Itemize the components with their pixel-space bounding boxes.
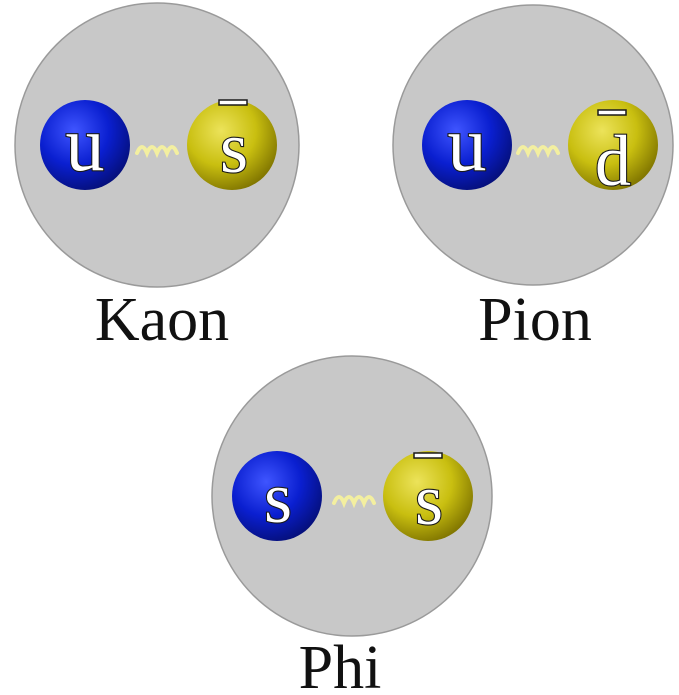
antiquark-sphere xyxy=(187,100,277,190)
gluon-wave xyxy=(516,145,560,159)
meson-body xyxy=(14,2,300,288)
quark-letter: s xyxy=(264,458,292,538)
quark-letter: u xyxy=(66,100,105,187)
quark-letter: u xyxy=(448,100,487,187)
gluon-wave xyxy=(135,145,179,159)
antiquark-bar xyxy=(413,452,443,459)
antiquark-sphere xyxy=(568,100,658,190)
quark-sphere xyxy=(422,100,512,190)
antiquark-sphere xyxy=(383,451,473,541)
quark-sphere xyxy=(40,100,130,190)
quark-sphere xyxy=(232,451,322,541)
meson-label: Pion xyxy=(478,286,592,354)
antiquark-bar xyxy=(597,109,627,116)
meson-label: Phi xyxy=(299,634,382,695)
antiquark-letter: s xyxy=(415,460,443,540)
meson-label: Kaon xyxy=(95,286,229,354)
gluon-wave xyxy=(332,495,376,509)
meson-body xyxy=(211,355,493,637)
antiquark-letter: s xyxy=(220,108,248,188)
antiquark-letter: d xyxy=(595,121,631,201)
meson-phi: s s Phi xyxy=(211,355,493,695)
meson-pion: u d Pion xyxy=(392,4,674,354)
meson-kaon: u s Kaon xyxy=(14,2,300,354)
antiquark-bar xyxy=(218,99,248,106)
